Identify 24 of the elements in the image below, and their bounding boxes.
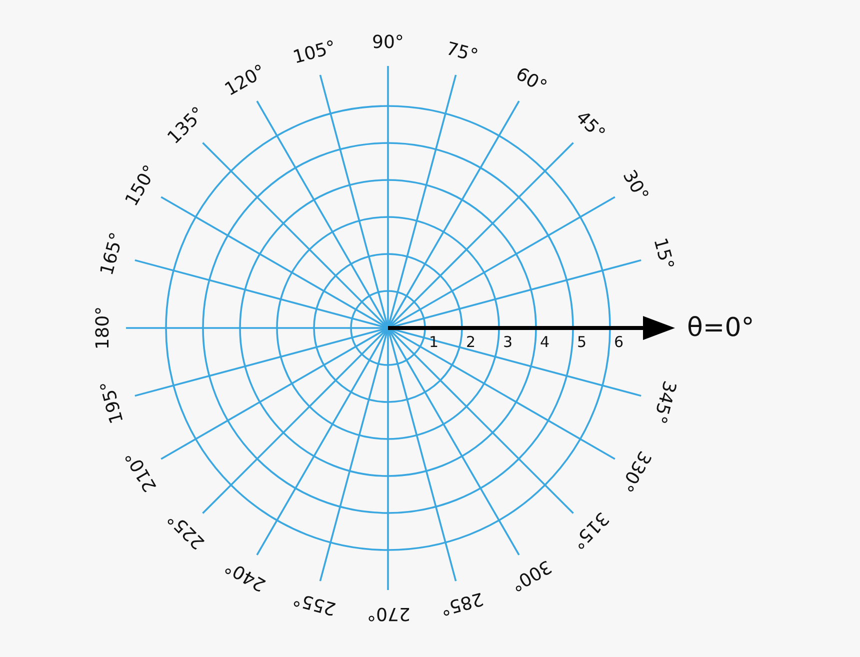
angle-label: 120°: [222, 62, 269, 100]
angle-label: 225°: [164, 508, 208, 552]
angle-label: 195°: [98, 378, 128, 426]
angle-label: 345°: [649, 378, 678, 426]
angle-label: 300°: [507, 556, 554, 594]
angle-label: 165°: [98, 230, 128, 278]
angle-label: 60°: [512, 65, 549, 97]
angle-label: 30°: [619, 167, 651, 204]
angle-label: 75°: [444, 40, 480, 66]
angle-label: 15°: [650, 236, 676, 272]
radius-label: 3: [503, 335, 513, 350]
axis-label: θ=0°: [687, 315, 754, 341]
angle-label: 105°: [291, 38, 338, 67]
radius-label: 4: [540, 335, 550, 350]
angle-label: 180°: [94, 306, 112, 350]
radius-label: 6: [614, 335, 624, 350]
radius-label: 5: [577, 335, 587, 350]
angle-label: 285°: [438, 588, 486, 618]
angle-label: 240°: [222, 556, 269, 594]
radius-label: 2: [466, 335, 476, 350]
angle-label: 90°: [372, 34, 404, 52]
angle-label: 255°: [291, 588, 338, 618]
angle-label: 45°: [572, 108, 608, 144]
angle-label: 270°: [366, 604, 410, 622]
